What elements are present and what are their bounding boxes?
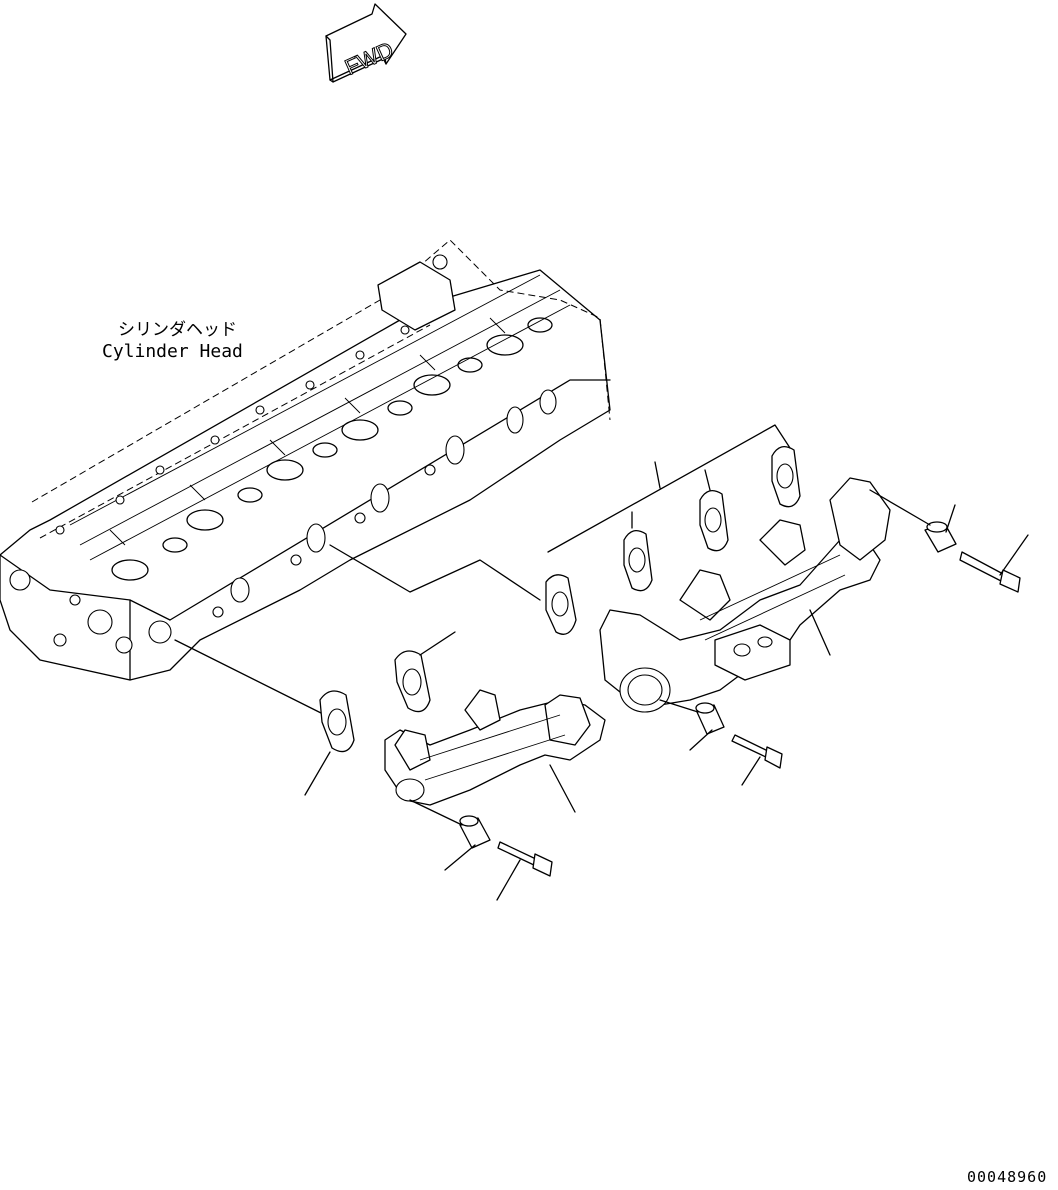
rear-spacer-right bbox=[924, 521, 957, 553]
leader-head-front bbox=[174, 639, 326, 716]
drawing-number: 00048960 bbox=[967, 1168, 1048, 1186]
leader-head-rear bbox=[329, 544, 541, 601]
rear-gaskets bbox=[545, 445, 801, 635]
cylinder-head bbox=[0, 239, 611, 681]
rear-spacer-center bbox=[695, 702, 725, 735]
front-spacer bbox=[459, 815, 491, 849]
valve-bosses bbox=[55, 274, 571, 581]
rear-bolt-center bbox=[731, 734, 783, 769]
front-gaskets bbox=[319, 650, 431, 753]
rear-bolt-right bbox=[959, 551, 1021, 593]
fwd-arrow-icon: FWD bbox=[325, 3, 407, 83]
leader-rear-manifold bbox=[809, 609, 831, 656]
front-exhaust-manifold bbox=[384, 689, 606, 806]
leader-rear-gaskets bbox=[547, 424, 791, 553]
rear-exhaust-manifold bbox=[599, 477, 891, 713]
cylinder-head-label-en: Cylinder Head bbox=[102, 341, 243, 362]
front-bolt bbox=[497, 841, 553, 877]
cylinder-head-label-jp: シリンダヘッド bbox=[118, 320, 237, 340]
